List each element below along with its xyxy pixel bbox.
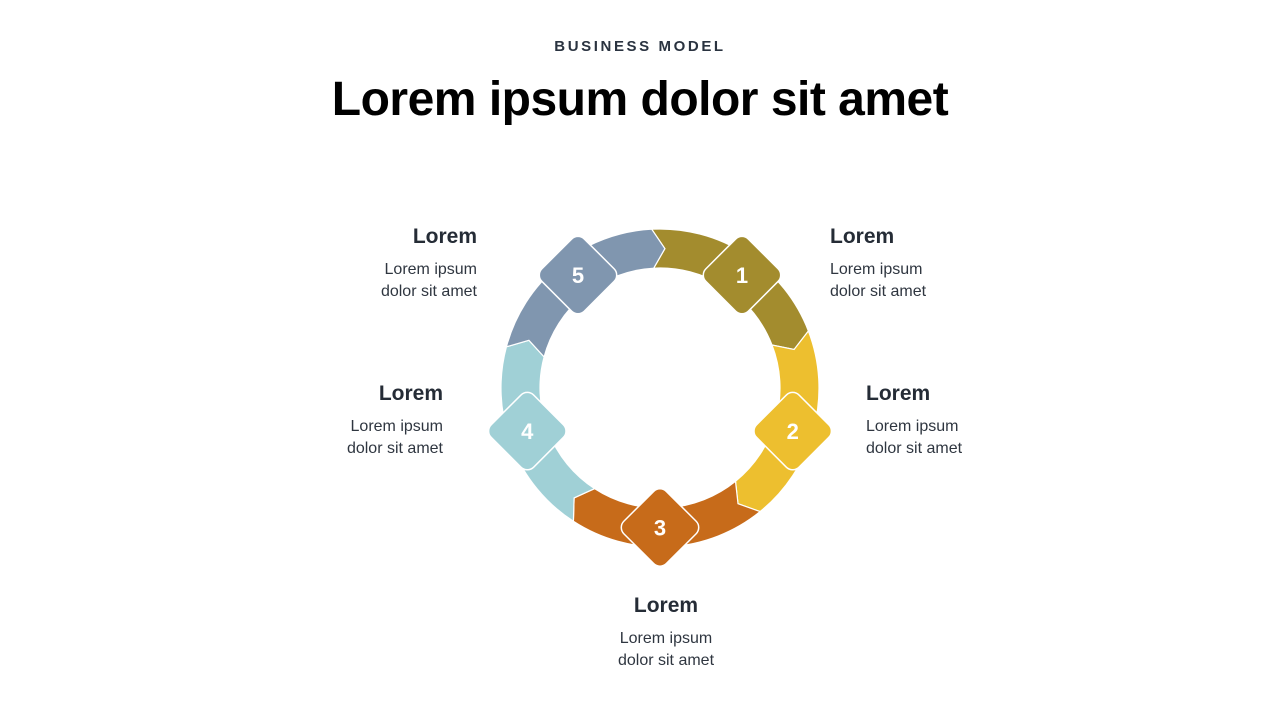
step-3-line1: Lorem ipsum	[619, 630, 713, 647]
step-3-label: Lorem Lorem ipsum dolor sit amet	[566, 594, 766, 672]
step-1-number: 1	[736, 263, 748, 288]
diamond-shape	[538, 235, 618, 315]
step-2-number: 2	[787, 419, 799, 444]
step-1-label: Lorem Lorem ipsum dolor sit amet	[830, 225, 1030, 303]
step-2-badge: 2	[753, 391, 833, 471]
step-4-number: 4	[521, 419, 534, 444]
step-5-number: 5	[572, 263, 584, 288]
step-1-line2: dolor sit amet	[830, 283, 927, 300]
step-1-heading: Lorem	[830, 225, 895, 248]
step-5-label: Lorem Lorem ipsum dolor sit amet	[277, 225, 477, 303]
section-kicker: BUSINESS MODEL	[554, 38, 726, 55]
step-3-number: 3	[654, 516, 666, 541]
step-5-heading: Lorem	[412, 225, 477, 248]
diamond-shape	[702, 235, 782, 315]
step-1-line1: Lorem ipsum	[830, 261, 923, 278]
step-3-heading: Lorem	[633, 594, 699, 617]
step-2-line1: Lorem ipsum	[866, 418, 959, 435]
diamond-shape	[487, 391, 567, 471]
step-2-label: Lorem Lorem ipsum dolor sit amet	[866, 382, 1066, 460]
step-2-heading: Lorem	[866, 382, 931, 405]
diamond-shape	[753, 391, 833, 471]
step-1-badge: 1	[702, 235, 782, 315]
step-3-badge: 3	[620, 488, 700, 567]
step-4-heading: Lorem	[378, 382, 443, 405]
step-5-line1: Lorem ipsum	[384, 261, 477, 278]
step-2-line2: dolor sit amet	[866, 440, 963, 457]
step-3-line2: dolor sit amet	[617, 652, 715, 669]
step-4-label: Lorem Lorem ipsum dolor sit amet	[243, 382, 443, 460]
step-4-line1: Lorem ipsum	[350, 418, 443, 435]
step-5-badge: 5	[538, 235, 618, 315]
step-4-line2: dolor sit amet	[346, 440, 443, 457]
diamond-shape	[620, 488, 700, 567]
step-5-line2: dolor sit amet	[380, 283, 477, 300]
step-4-badge: 4	[487, 391, 567, 471]
page-title: Lorem ipsum dolor sit amet	[331, 73, 949, 126]
